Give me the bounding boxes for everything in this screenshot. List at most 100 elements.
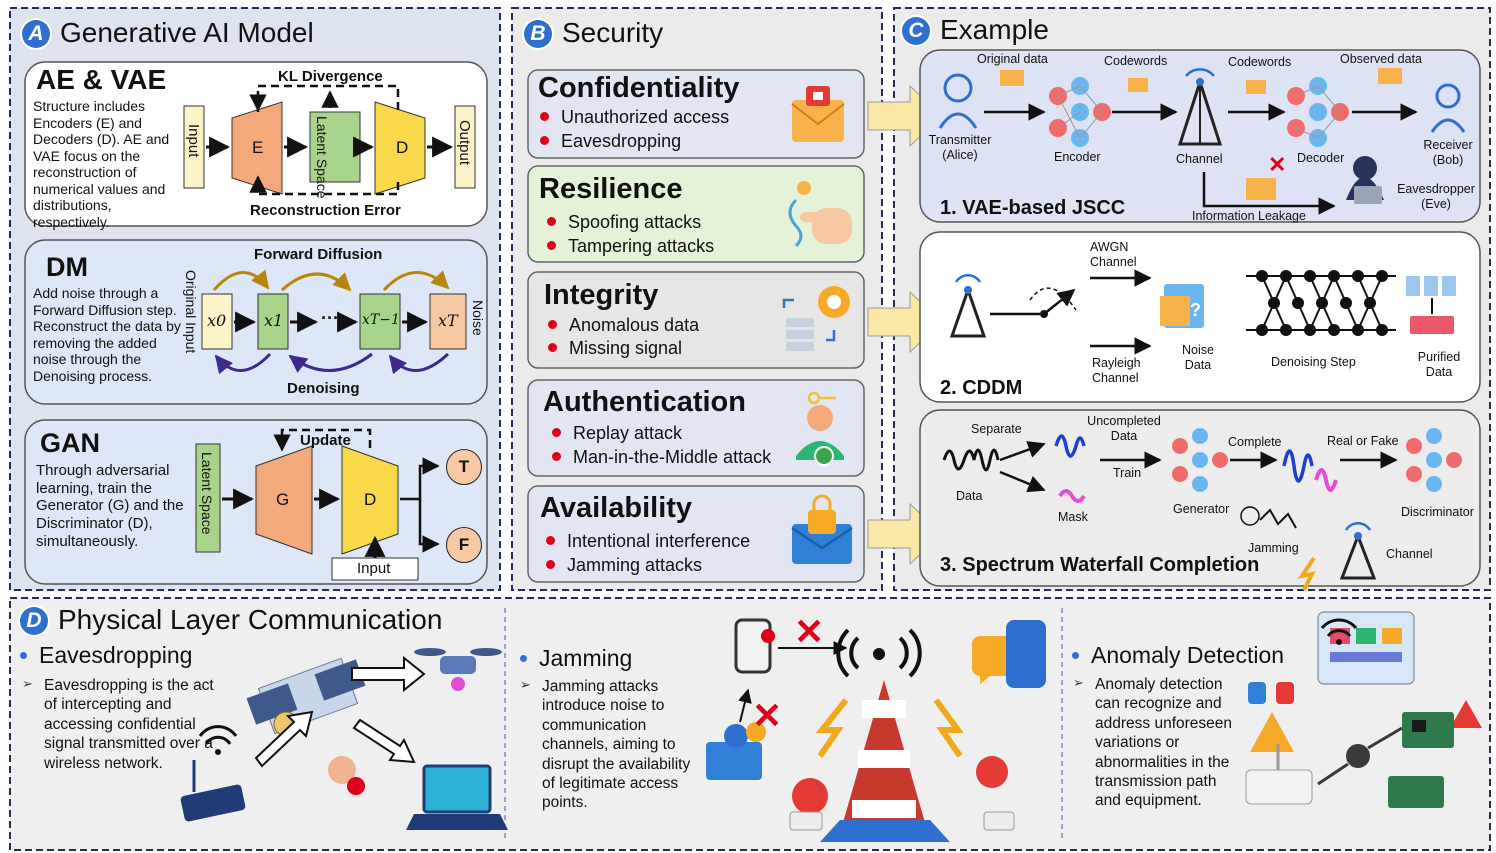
svg-text:✕: ✕ — [752, 695, 782, 736]
eavesdropping-heading: Eavesdropping — [20, 642, 192, 669]
receiver-person-icon — [1430, 83, 1466, 133]
denoising-label: Denoising — [287, 380, 360, 397]
swc-generator-label: Generator — [1173, 502, 1230, 516]
transmitter-label: Transmitter (Alice) — [928, 133, 992, 162]
vae-jscc-heading: 1. VAE-based JSCC — [940, 197, 1126, 219]
kl-divergence-label: KL Divergence — [278, 68, 383, 85]
panel-b-badge: B — [524, 20, 552, 48]
fingerprint-touch-icon — [788, 181, 852, 248]
jamming-text: Jamming attacks introduce noise to commu… — [520, 677, 702, 813]
purified-data-icon — [1406, 276, 1456, 334]
separate-label: Separate — [971, 422, 1022, 436]
swc-tower-icon — [1339, 521, 1377, 580]
eavesdropping-text: Eavesdropping is the act of intercepting… — [22, 676, 214, 773]
encoder-label: E — [252, 138, 264, 157]
jamming-tower-icon — [820, 680, 950, 842]
wifi-icon — [1320, 618, 1358, 645]
eavesdropper-label: Eavesdropper (Eve) — [1397, 182, 1475, 211]
leak-warning-icon: ✕ — [1246, 152, 1286, 200]
complete-label: Complete — [1228, 435, 1282, 449]
panel-b-title-text: Security — [562, 17, 664, 48]
dm-description: Add noise through a Forward Diffusion st… — [33, 285, 181, 384]
cddm-tower-icon — [949, 273, 987, 338]
generator-label: G — [276, 490, 290, 509]
noise-data-icon: ? — [1160, 284, 1204, 328]
swc-channel-label: Channel — [1386, 547, 1433, 561]
noise-label: Noise — [470, 300, 486, 336]
ae-latent-label: Latent Space — [314, 116, 330, 199]
discriminator-network-icon — [1406, 428, 1462, 492]
panel-c-badge: C — [902, 17, 930, 45]
card-confidentiality-item-2: Eavesdropping — [540, 131, 681, 152]
ear-icon — [328, 756, 365, 795]
original-input-label: Original Input — [183, 270, 199, 354]
card-resilience-item-1: Spoofing attacks — [547, 212, 701, 233]
phone-icon — [734, 618, 775, 674]
observed-data-label: Observed data — [1340, 52, 1422, 66]
swc-heading: 3. Spectrum Waterfall Completion — [940, 554, 1260, 576]
gan-latent-label: Latent Space — [199, 452, 215, 535]
codewords-label-1: Codewords — [1104, 54, 1168, 68]
panel-c-title: C Example — [902, 14, 1049, 46]
codewords-label-2: Codewords — [1228, 55, 1292, 69]
card-integrity-item-1: Anomalous data — [548, 315, 699, 336]
svg-text:✕: ✕ — [1268, 152, 1286, 177]
envelope-icon — [1000, 68, 1402, 94]
encoder-block-label: Encoder — [1054, 150, 1101, 164]
jamming-label: Jamming — [1248, 541, 1299, 555]
state-dots: ··· — [321, 308, 339, 328]
decoder-label: D — [396, 138, 409, 157]
denoising-network-icon — [1246, 270, 1396, 336]
card-integrity-title: Integrity — [544, 279, 659, 311]
cddm-heading: 2. CDDM — [940, 377, 1023, 399]
panel-b-title: B Security — [524, 17, 663, 49]
transmitter-person-icon — [938, 73, 978, 129]
jamming-heading: Jamming — [520, 645, 632, 672]
panel-c-title-text: Example — [940, 14, 1049, 45]
card-confidentiality-title: Confidentiality — [538, 72, 740, 104]
state-x1: x1 — [264, 311, 284, 330]
original-data-label: Original data — [977, 52, 1048, 66]
rayleigh-channel-label: Rayleigh Channel — [1092, 356, 1141, 385]
state-xt: xT — [438, 311, 458, 330]
reconstruction-error-label: Reconstruction Error — [250, 202, 401, 219]
decoder-block-label: Decoder — [1297, 151, 1345, 165]
encoder-network-icon — [1049, 77, 1111, 147]
panel-a-title-text: Generative AI Model — [60, 17, 314, 48]
purified-data-label: Purified Data — [1417, 350, 1461, 379]
state-xt-minus-1: xT−1 — [362, 312, 400, 328]
anomaly-detection-text: Anomaly detection can recognize and addr… — [1073, 675, 1245, 811]
lightning-icon — [815, 698, 964, 758]
generator-network-icon — [1172, 428, 1228, 492]
eavesdropper-hacker-icon — [1346, 156, 1384, 204]
card-availability-title: Availability — [540, 492, 693, 524]
card-resilience-title: Resilience — [539, 173, 683, 205]
card-authentication-item-1: Replay attack — [552, 423, 682, 444]
train-label: Train — [1113, 466, 1142, 480]
card-integrity-item-2: Missing signal — [548, 338, 682, 359]
channel-tower-icon — [1177, 68, 1223, 146]
drone-icon — [414, 648, 502, 691]
gan-input-label: Input — [357, 560, 391, 577]
noise-data-label: Noise Data — [1182, 343, 1214, 372]
satellite-dish-icon — [789, 756, 1015, 831]
denoising-step-label: Denoising Step — [1271, 355, 1356, 369]
warning-icon — [1250, 700, 1482, 752]
card-confidentiality-item-1: Unauthorized access — [540, 107, 729, 128]
forward-diffusion-label: Forward Diffusion — [254, 246, 383, 263]
state-x0: x0 — [207, 311, 227, 330]
update-label: Update — [300, 432, 351, 449]
circuit-board-icon — [1388, 712, 1454, 808]
decoder-network-icon — [1287, 77, 1349, 147]
panel-d-title-text: Physical Layer Communication — [58, 604, 443, 635]
laptop-icon — [406, 764, 508, 830]
svg-text:✕: ✕ — [794, 611, 824, 652]
discriminator-label: D — [364, 490, 377, 509]
ae-vae-heading: AE & VAE — [36, 64, 167, 95]
envelope-lock-icon — [791, 86, 845, 142]
card-authentication-item-2: Man-in-the-Middle attack — [552, 447, 771, 468]
